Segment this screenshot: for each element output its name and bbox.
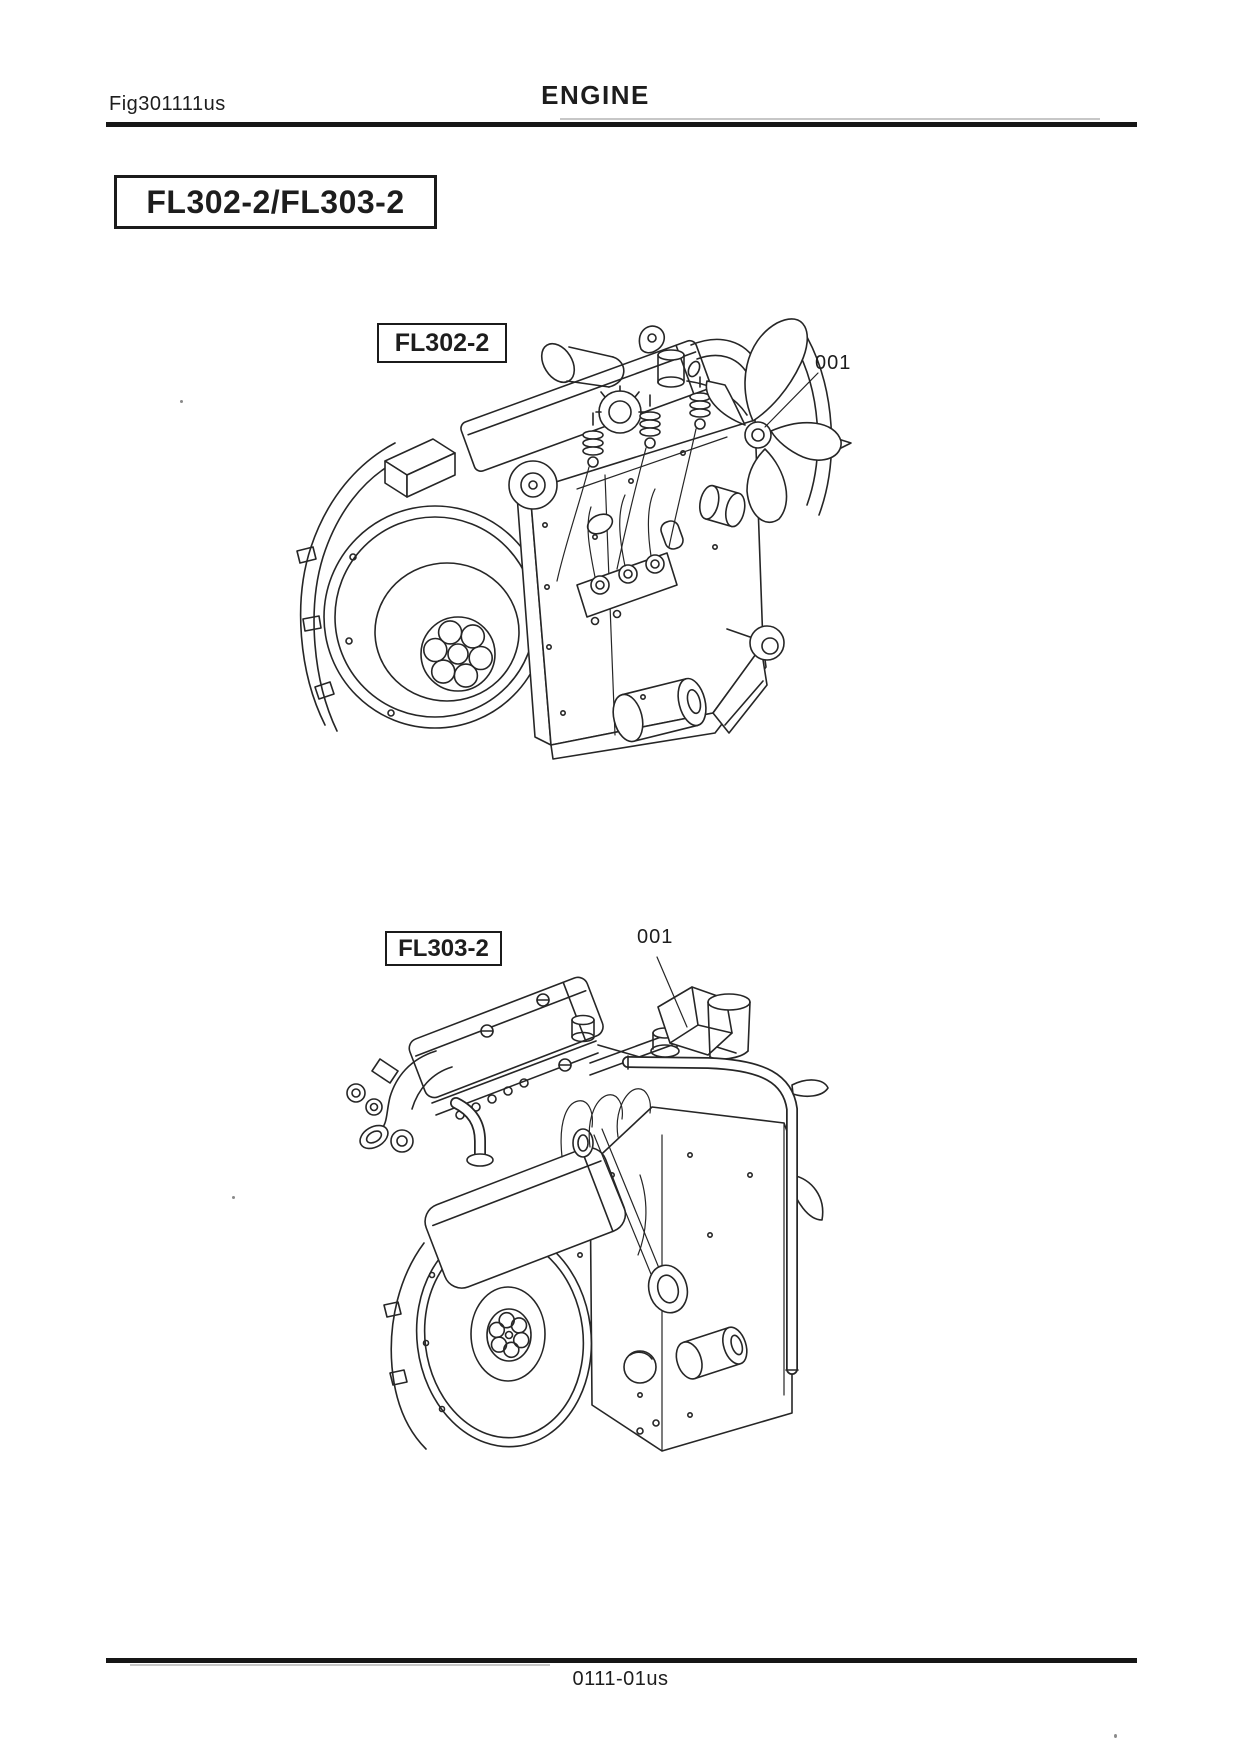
air-cleaner-box xyxy=(424,1146,627,1289)
model-title-box: FL302-2/FL303-2 xyxy=(114,175,437,229)
exhaust-manifold xyxy=(346,1050,453,1153)
model-title: FL302-2/FL303-2 xyxy=(146,183,405,220)
intake-elbow-pipe xyxy=(450,1097,494,1167)
water-outlet xyxy=(657,349,701,388)
crank-pulley xyxy=(698,484,746,528)
footer-rule xyxy=(106,1658,1137,1663)
injection-pump xyxy=(576,488,678,626)
flywheel xyxy=(323,505,547,729)
alternator xyxy=(712,625,785,734)
flywheel-housing xyxy=(296,442,398,732)
page-title: ENGINE xyxy=(541,80,650,110)
figure-label-box: FL303-2 xyxy=(385,931,502,966)
oil-filler-cap xyxy=(595,385,645,434)
footer-rule-smear xyxy=(130,1664,550,1666)
figure-reference: Fig301111us xyxy=(109,93,226,115)
part-callout-001: 001 xyxy=(815,352,852,374)
part-callout-001: 001 xyxy=(637,926,674,948)
cooling-fan xyxy=(705,318,852,524)
starter-motor xyxy=(675,1326,748,1380)
page-number: 0111-01us xyxy=(572,1668,669,1690)
exhaust-stack xyxy=(707,993,751,1060)
fuel-filter xyxy=(623,1264,689,1384)
scan-speck xyxy=(232,1196,235,1199)
figure-fl303-2: FL303-2 001 xyxy=(340,875,860,1475)
flywheel-housing xyxy=(383,1242,427,1450)
header-rule-smear xyxy=(560,118,1100,120)
engine-mount-bracket xyxy=(384,438,456,498)
engine-fl303-2-illustration xyxy=(346,956,829,1452)
lifting-eye xyxy=(572,1128,594,1158)
header-rule xyxy=(106,122,1137,127)
exhaust-down-pipe xyxy=(622,1055,799,1375)
lifting-eye xyxy=(638,325,666,354)
exhaust-outlet-stub xyxy=(540,342,625,388)
fuel-injectors xyxy=(556,376,728,582)
cylinder-head-boss xyxy=(508,460,684,550)
figure-label: FL303-2 xyxy=(398,934,489,962)
scan-speck xyxy=(180,400,183,403)
scan-speck xyxy=(1114,1734,1117,1738)
callout-leader-line xyxy=(656,956,688,1028)
figure-label-box: FL302-2 xyxy=(377,323,507,363)
fuel-lines xyxy=(560,1088,671,1302)
starter-motor xyxy=(612,677,707,743)
engine-block xyxy=(577,1032,793,1452)
valve-cover xyxy=(408,976,604,1120)
callout-leader-line xyxy=(764,372,819,428)
figure-fl302-2: FL302-2 001 xyxy=(295,285,865,775)
engine-fl302-2-illustration xyxy=(296,318,852,760)
figure-label: FL302-2 xyxy=(394,328,490,357)
